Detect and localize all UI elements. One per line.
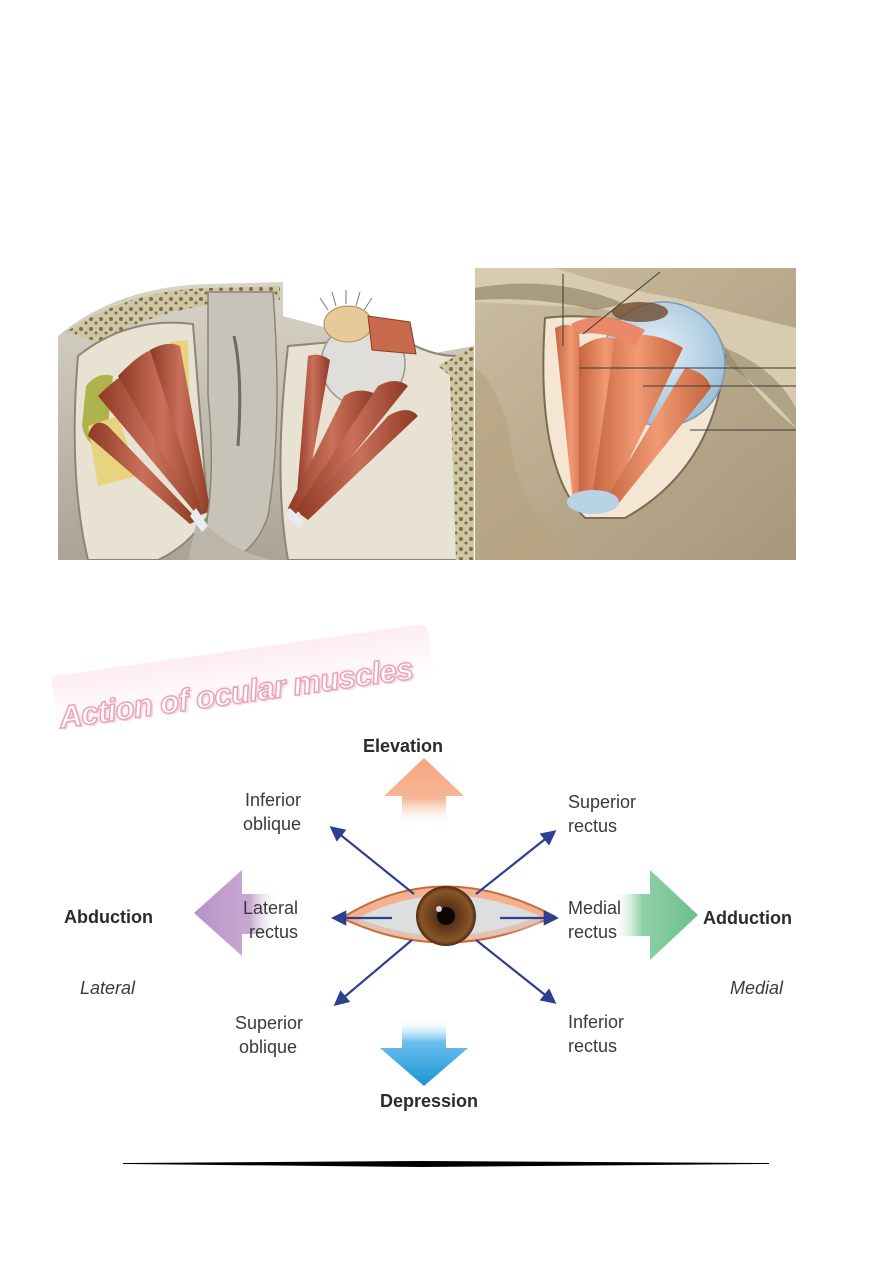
elevation-label: Elevation bbox=[363, 736, 443, 756]
adduction-arrow bbox=[612, 870, 698, 960]
label-superior-oblique: Superior oblique bbox=[235, 1013, 308, 1057]
abduction-arrow bbox=[194, 870, 280, 956]
orbit-muscle-illustration bbox=[475, 268, 796, 560]
label-inferior-rectus: Inferior rectus bbox=[568, 1012, 629, 1056]
label-lateral-rectus: Lateral rectus bbox=[243, 898, 303, 942]
abduction-label: Abduction bbox=[64, 907, 153, 927]
orbit-superior-view-illustration bbox=[58, 276, 474, 560]
footer-divider bbox=[123, 1161, 769, 1167]
arrow-inferior-oblique bbox=[329, 826, 415, 895]
arrow-superior-rectus bbox=[475, 830, 557, 895]
arrow-superior-oblique bbox=[333, 939, 413, 1006]
eye-illustration bbox=[339, 885, 557, 946]
action-arrows bbox=[329, 826, 560, 1006]
elevation-arrow bbox=[384, 758, 464, 826]
label-superior-rectus: Superior rectus bbox=[568, 792, 641, 836]
label-inferior-oblique: Inferior oblique bbox=[243, 790, 306, 834]
depression-label: Depression bbox=[380, 1091, 478, 1111]
depression-arrow bbox=[380, 1018, 468, 1086]
adduction-label: Adduction bbox=[703, 908, 792, 928]
lateral-label: Lateral bbox=[80, 978, 136, 998]
ocular-muscle-action-diagram: Elevation Depression Abduction Adduction… bbox=[64, 736, 792, 1111]
label-medial-rectus: Medial rectus bbox=[568, 898, 626, 942]
medial-label: Medial bbox=[730, 978, 784, 998]
arrow-inferior-rectus bbox=[475, 939, 557, 1004]
